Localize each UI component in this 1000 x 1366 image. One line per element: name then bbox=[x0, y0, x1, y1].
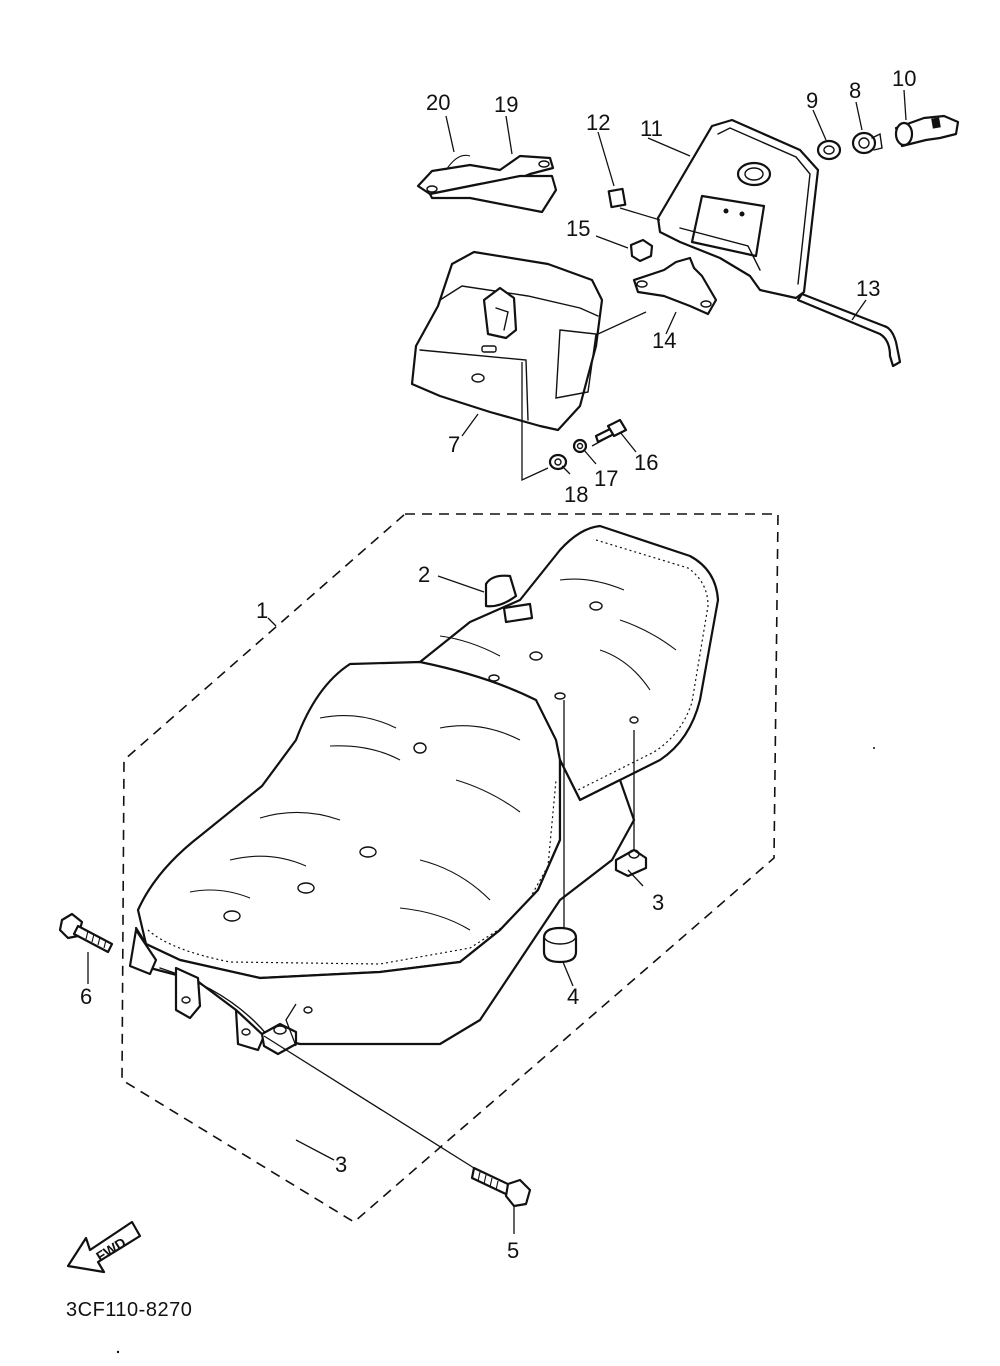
part-3-nut-bottom bbox=[260, 1022, 298, 1056]
callout-10: 10 bbox=[892, 66, 916, 91]
part-17-washer bbox=[572, 438, 588, 454]
drawing-code: 3CF110-8270 bbox=[66, 1299, 192, 1321]
callout-leaders bbox=[87, 89, 907, 1234]
part-4-damper bbox=[542, 926, 578, 964]
callout-6: 6 bbox=[80, 984, 92, 1009]
part-9-washer bbox=[816, 139, 842, 161]
callout-3-right: 3 bbox=[652, 890, 664, 915]
callout-14: 14 bbox=[652, 328, 676, 353]
callout-12: 12 bbox=[586, 110, 610, 135]
part-13-rod bbox=[796, 292, 902, 368]
part-16-bolt bbox=[594, 418, 628, 444]
part-10-lock-cylinder bbox=[894, 114, 960, 148]
callout-13: 13 bbox=[856, 276, 880, 301]
callout-20: 20 bbox=[426, 90, 450, 115]
callout-5: 5 bbox=[507, 1238, 519, 1263]
assembly-leaders-top bbox=[521, 207, 661, 482]
part-19-20-strap bbox=[416, 154, 558, 214]
callout-18: 18 bbox=[564, 482, 588, 507]
callout-8: 8 bbox=[849, 78, 861, 103]
part-5-bolt bbox=[470, 1166, 532, 1208]
part-18-washer bbox=[548, 453, 568, 471]
callout-numbers: 1 2 3 3 4 5 6 7 8 9 10 11 12 13 14 15 16… bbox=[80, 66, 916, 1263]
callout-1: 1 bbox=[256, 598, 268, 623]
part-14-bracket bbox=[632, 256, 718, 316]
callout-17: 17 bbox=[594, 466, 618, 491]
callout-19: 19 bbox=[494, 92, 518, 117]
callout-16: 16 bbox=[634, 450, 658, 475]
part-7-storage-box bbox=[410, 250, 604, 432]
callout-2: 2 bbox=[418, 562, 430, 587]
part-8-nut bbox=[851, 131, 883, 155]
part-11-tail-cover bbox=[656, 118, 820, 300]
part-3-nut-right bbox=[614, 848, 648, 878]
part-15-cap bbox=[629, 238, 654, 263]
part-12-clip bbox=[607, 187, 627, 209]
part-1-seat bbox=[128, 524, 720, 1052]
callout-11: 11 bbox=[640, 116, 663, 141]
callout-9: 9 bbox=[806, 88, 818, 113]
callout-4: 4 bbox=[567, 984, 579, 1009]
part-6-bolt bbox=[58, 912, 114, 954]
callout-3-bottom: 3 bbox=[335, 1152, 347, 1177]
callout-7: 7 bbox=[448, 432, 460, 457]
callout-15: 15 bbox=[566, 216, 590, 241]
assembly-leaders-bottom bbox=[263, 700, 635, 1169]
fwd-arrow-icon: FWD bbox=[66, 1220, 142, 1274]
